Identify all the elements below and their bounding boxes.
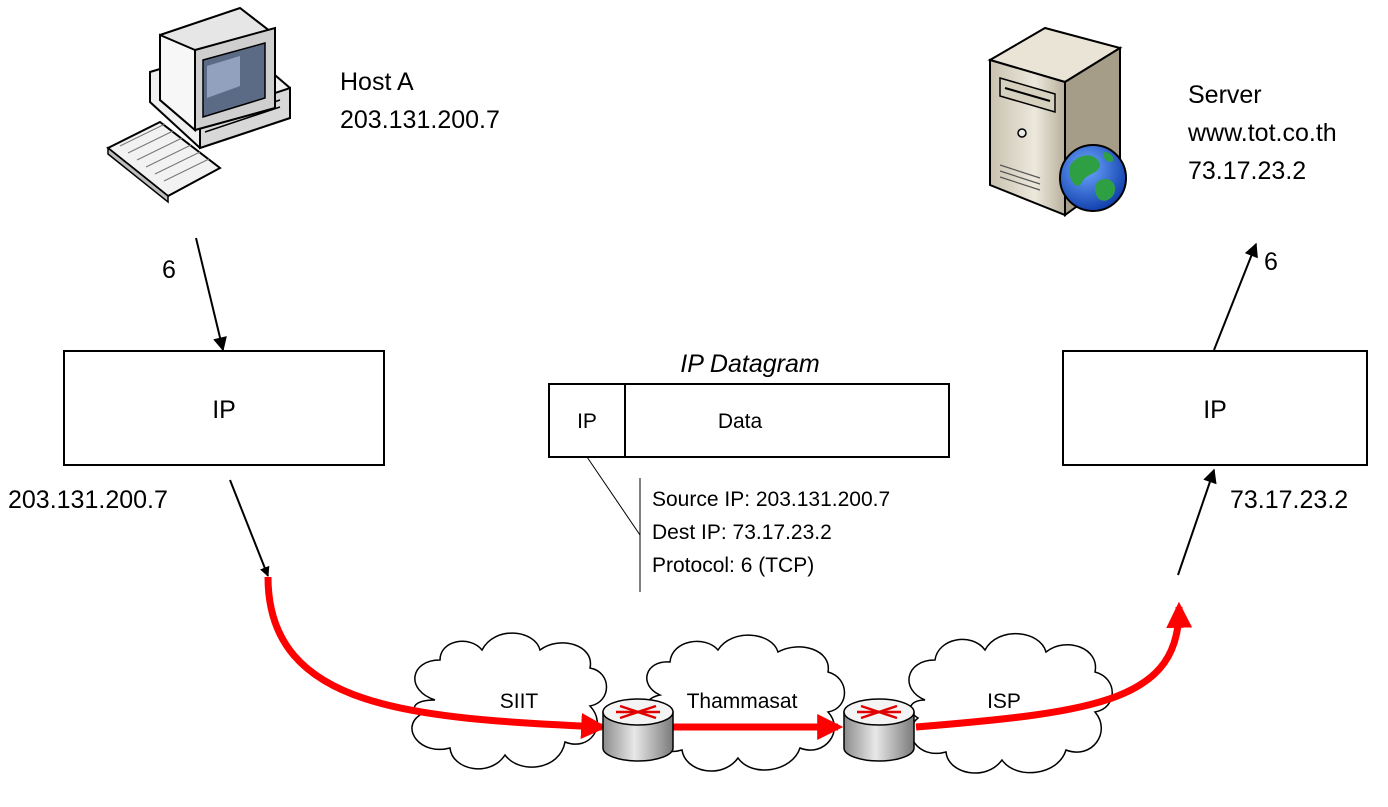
datagram-source-ip: Source IP: 203.131.200.7: [652, 488, 890, 511]
server-name: Server: [1188, 81, 1262, 109]
server-hostname: www.tot.co.th: [1187, 119, 1337, 147]
datagram-title: IP Datagram: [680, 350, 819, 378]
desktop-computer-icon: [106, 6, 291, 204]
datagram-protocol: Protocol: 6 (TCP): [652, 554, 814, 577]
server-ip-layer-box: IP: [1062, 350, 1368, 466]
server-input-arrow: [1177, 468, 1217, 576]
server-protocol-number: 6: [1264, 248, 1278, 276]
datagram-dest-ip: Dest IP: 73.17.23.2: [652, 521, 832, 544]
server-protocol-arrow: [1213, 242, 1258, 351]
ip-datagram: IP Data: [548, 383, 950, 458]
host-ip-layer-label: IP: [212, 396, 236, 424]
path-segment-router2-to-server: [915, 601, 1193, 731]
header-callout-line: [586, 456, 641, 536]
server-interface-ip: 73.17.23.2: [1230, 486, 1348, 514]
cloud-label-isp: ISP: [987, 690, 1021, 713]
router-icon: [602, 698, 674, 762]
path-segment-host-to-router1: [264, 576, 608, 739]
host-ip-layer-box: IP: [63, 350, 385, 466]
server-ip-layer-label: IP: [1203, 396, 1227, 424]
host-protocol-number: 6: [162, 256, 176, 284]
host-protocol-arrow: [195, 237, 227, 352]
host-ip: 203.131.200.7: [340, 106, 500, 134]
datagram-header-label: IP: [577, 410, 597, 433]
cloud-label-thammasat: Thammasat: [687, 690, 798, 713]
globe-icon: [1059, 144, 1127, 212]
cloud-icon-siit: [411, 632, 608, 770]
server-ip: 73.17.23.2: [1188, 157, 1306, 185]
cloud-label-siit: SIIT: [500, 690, 539, 713]
cloud-icon-isp: [908, 633, 1113, 774]
host-interface-ip: 203.131.200.7: [8, 486, 168, 514]
datagram-data-label: Data: [718, 410, 763, 433]
host-output-arrow: [229, 479, 270, 577]
router-icon: [843, 698, 915, 762]
host-name: Host A: [340, 68, 414, 96]
